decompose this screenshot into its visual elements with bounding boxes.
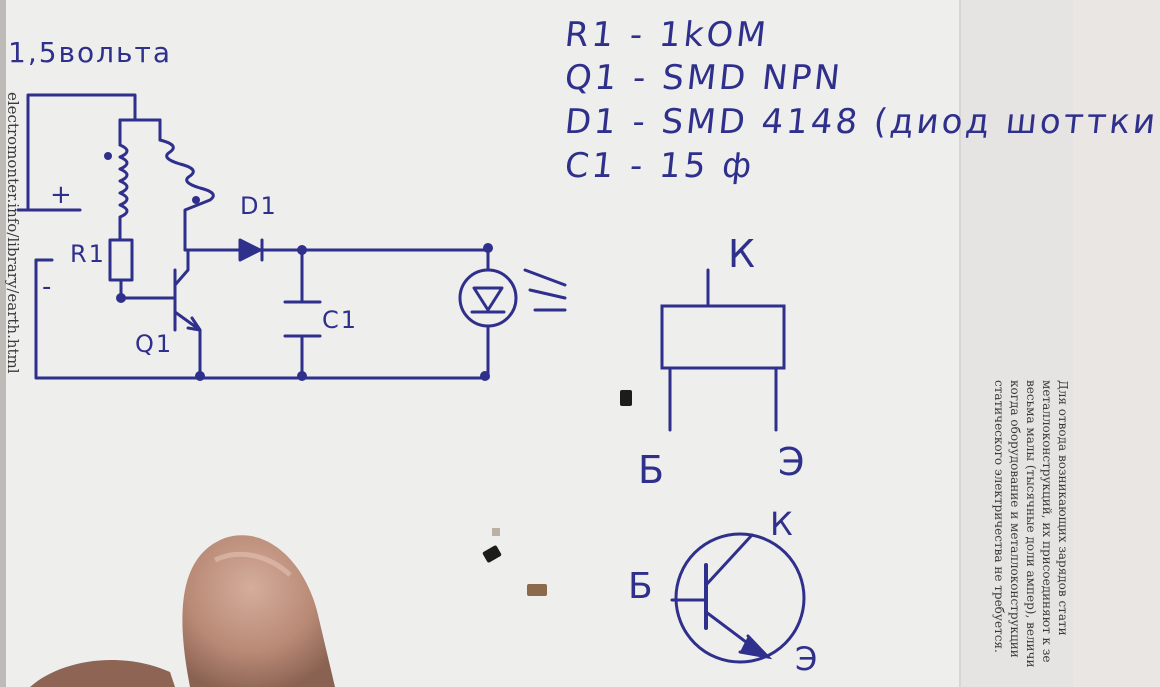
pinout-emitter-label: Э <box>778 440 805 484</box>
diode-label: D1 <box>240 192 278 220</box>
diode-symbol <box>238 238 262 262</box>
paper-sheet <box>0 0 1073 687</box>
capacitor-label: C1 <box>322 306 359 334</box>
symbol-collector-label: К <box>770 505 793 543</box>
circuit-schematic <box>16 93 567 381</box>
symbol-emitter-label: Э <box>795 640 818 678</box>
smd-pinout-drawing <box>482 268 806 664</box>
smd-components <box>482 390 632 596</box>
pinout-base-label: Б <box>638 448 665 492</box>
transistor-symbol-circle <box>674 532 806 664</box>
symbol-base-label: Б <box>628 566 653 607</box>
pinout-collector-label: К <box>728 232 755 276</box>
coil-secondary <box>158 138 215 252</box>
finger-image <box>30 535 335 687</box>
resistor-label: R1 <box>70 240 106 268</box>
battery-minus-label: - <box>42 272 52 302</box>
transistor-label: Q1 <box>135 330 174 358</box>
battery-plus-label: + <box>50 180 72 210</box>
voltage-title: 1,5вольта <box>8 36 173 69</box>
coil-primary <box>118 143 129 242</box>
